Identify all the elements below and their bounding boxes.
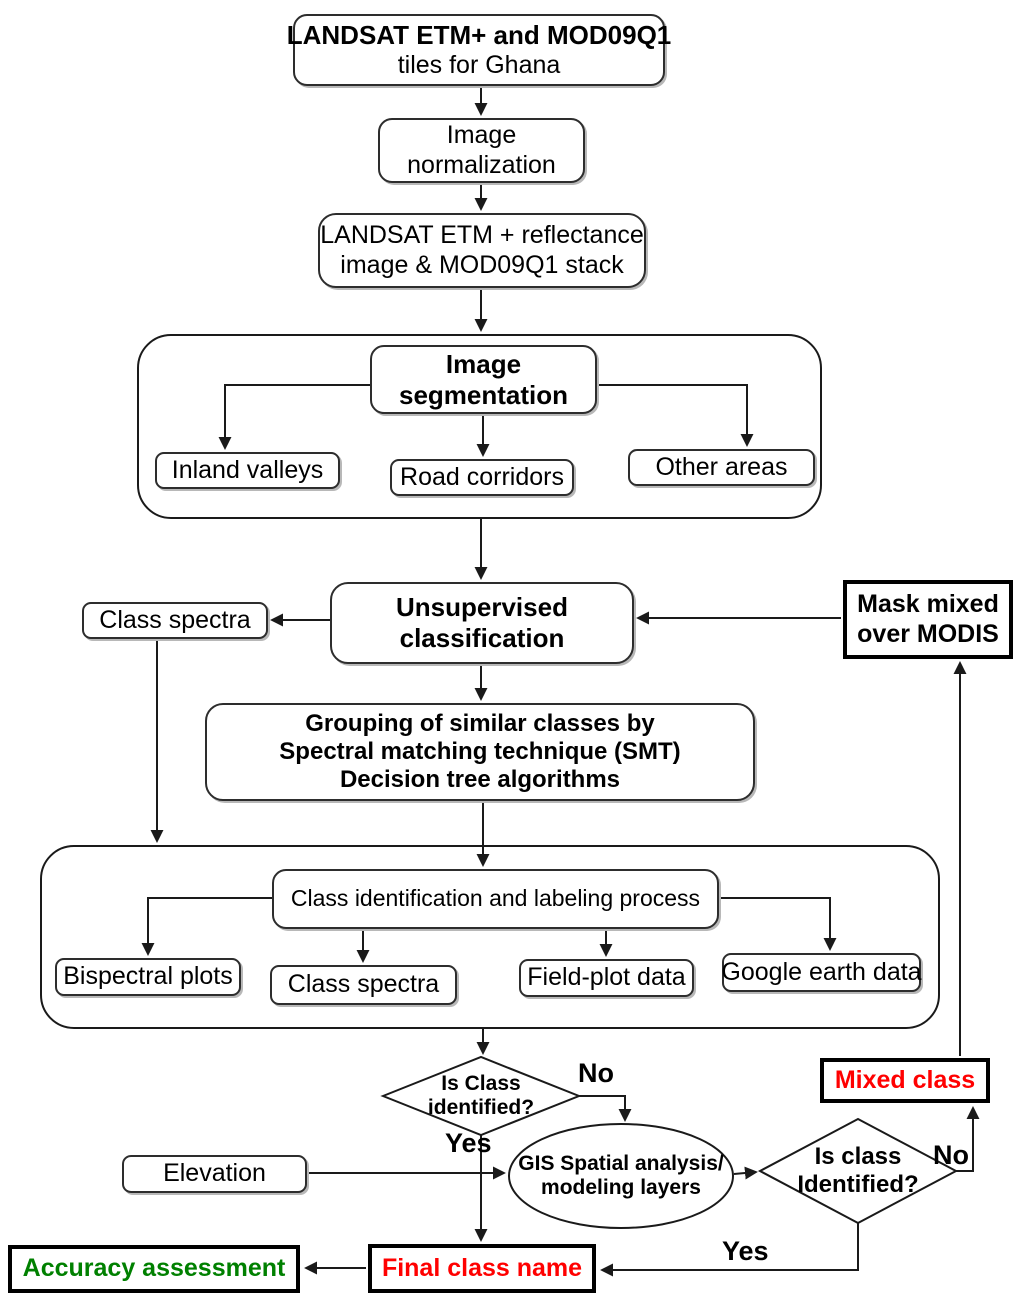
edge-seg-other [597, 384, 754, 447]
node-image-segmentation: Image segmentation [370, 345, 597, 414]
node-road-corridors: Road corridors [390, 459, 574, 496]
node-final-class-name-label: Final class name [381, 1253, 583, 1282]
node-bispectral-plots-label: Bispectral plots [63, 962, 233, 991]
node-landsat-tiles-line1: LANDSAT ETM+ and MOD09Q1 [286, 19, 672, 50]
node-image-normalization-line2: normalization [407, 150, 556, 179]
node-other-areas-label: Other areas [655, 452, 788, 481]
node-field-plot-data-label: Field-plot data [527, 963, 686, 992]
edge-label-yes-1: Yes [445, 1128, 492, 1158]
node-mask-mixed-line1: Mask mixed [857, 590, 999, 618]
node-bispectral-plots: Bispectral plots [55, 958, 241, 996]
node-class-spectra-bottom-label: Class spectra [287, 970, 440, 999]
node-landsat-tiles-line2: tiles for Ghana [397, 50, 561, 79]
node-landsat-tiles: LANDSAT ETM+ and MOD09Q1 tiles for Ghana [287, 14, 671, 86]
node-reflectance-stack-line1: LANDSAT ETM + reflectance [320, 221, 644, 249]
node-inland-valleys: Inland valleys [155, 452, 340, 489]
node-elevation-label: Elevation [163, 1159, 266, 1188]
node-class-identification: Class identification and labeling proces… [272, 869, 719, 929]
node-mixed-class: Mixed class [820, 1058, 990, 1103]
node-grouping-line1: Grouping of similar classes by [305, 709, 655, 737]
edge-classid-bispectral [141, 897, 272, 956]
node-other-areas: Other areas [628, 449, 815, 486]
node-class-identification-label: Class identification and labeling proces… [290, 885, 701, 912]
edge-ellipse-decision2 [733, 1166, 758, 1180]
node-google-earth-data-label: Google earth data [721, 957, 922, 986]
node-grouping-line2: Spectral matching technique (SMT) [279, 737, 681, 765]
node-road-corridors-label: Road corridors [400, 462, 564, 491]
node-field-plot-data: Field-plot data [519, 959, 694, 997]
node-accuracy-assessment: Accuracy assessment [8, 1245, 300, 1293]
node-reflectance-stack-line2: image & MOD09Q1 stack [340, 250, 624, 279]
node-class-spectra-bottom: Class spectra [270, 965, 457, 1005]
edge-seg-inland [218, 384, 370, 450]
node-class-spectra-left: Class spectra [82, 602, 268, 639]
edge-decision2-yes-final [600, 1223, 859, 1277]
node-mask-mixed-line2: over MODIS [857, 619, 999, 648]
node-grouping-line3: Decision tree algorithms [339, 766, 621, 794]
node-mixed-class-label: Mixed class [834, 1065, 976, 1094]
edge-label-yes-2: Yes [722, 1236, 769, 1266]
node-image-segmentation-line2: segmentation [398, 379, 569, 410]
node-unsupervised-classification: Unsupervised classification [330, 582, 634, 664]
node-grouping: Grouping of similar classes by Spectral … [205, 703, 755, 801]
node-reflectance-stack: LANDSAT ETM + reflectance image & MOD09Q… [318, 213, 646, 288]
decision-2-diamond [757, 1117, 959, 1225]
edge-decision2-no-mixed [956, 1106, 980, 1172]
edge-label-no-1: No [578, 1058, 614, 1088]
node-unsupervised-line2: classification [399, 623, 565, 653]
labeling-container [40, 845, 940, 1029]
node-accuracy-assessment-label: Accuracy assessment [22, 1254, 286, 1283]
node-mask-mixed-over-modis: Mask mixed over MODIS [843, 580, 1013, 659]
node-google-earth-data: Google earth data [721, 953, 922, 992]
segmentation-container [137, 334, 822, 519]
node-inland-valleys-label: Inland valleys [171, 455, 324, 484]
decision-1-diamond [380, 1055, 582, 1137]
edge-classid-googleearth [719, 897, 837, 951]
node-image-segmentation-line1: Image [445, 348, 522, 379]
node-unsupervised-line1: Unsupervised [396, 592, 568, 623]
node-final-class-name: Final class name [368, 1244, 596, 1293]
node-elevation: Elevation [122, 1155, 307, 1193]
gis-spatial-ellipse [508, 1123, 734, 1229]
edge-label-no-2: No [933, 1140, 969, 1170]
node-image-normalization-line1: Image [446, 121, 517, 149]
edge-decision1-no-ellipse [579, 1095, 632, 1122]
node-class-spectra-left-label: Class spectra [99, 605, 251, 634]
node-image-normalization: Image normalization [378, 118, 585, 183]
